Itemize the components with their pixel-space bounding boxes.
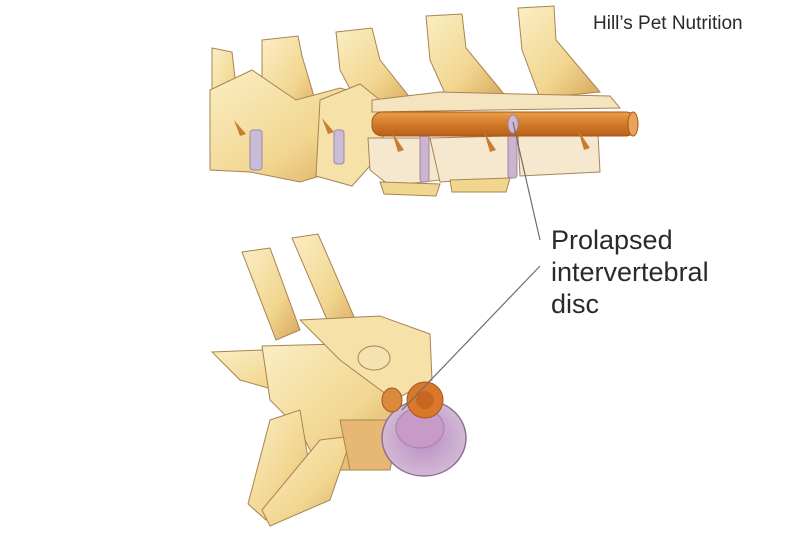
annotation-label: Prolapsed intervertebral disc [551, 224, 709, 320]
leader-line-bottom [401, 265, 541, 411]
annotation-line-3: disc [551, 289, 600, 319]
annotation-line-1: Prolapsed [551, 225, 673, 255]
leader-line-top [512, 121, 541, 241]
lateral-spine-view [209, 5, 639, 197]
annotation-line-2: intervertebral [551, 257, 709, 287]
source-credit: Hill’s Pet Nutrition [593, 13, 743, 34]
vertebra-cross-section-view [210, 233, 467, 527]
